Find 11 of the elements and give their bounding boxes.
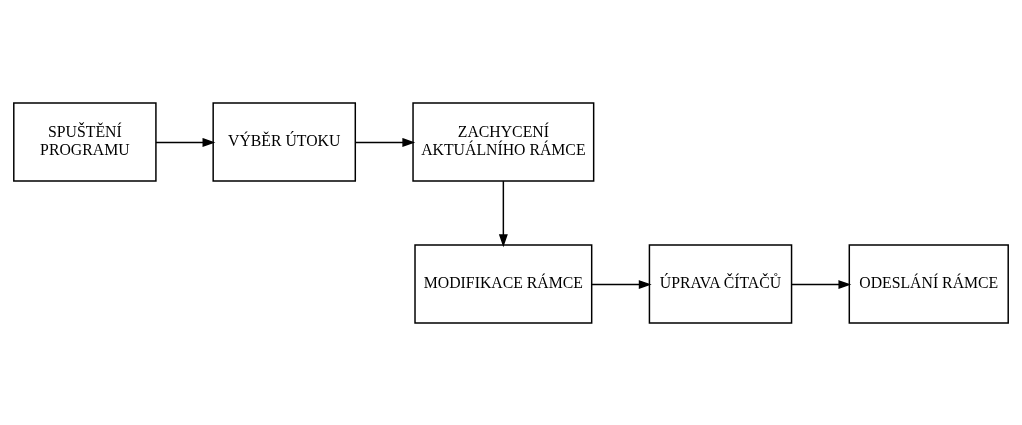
arrow	[790, 279, 852, 289]
arrow	[354, 137, 416, 147]
node-box: ODESLÁNÍ RÁMCE	[848, 243, 1009, 324]
node-box: VÝBĚR ÚTOKU	[212, 101, 357, 182]
node-box: ÚPRAVA ČÍTAČŮ	[648, 243, 793, 324]
arrow	[155, 137, 216, 147]
node-box: SPUŠTĚNÍ PROGRAMU	[13, 101, 157, 182]
arrow	[498, 179, 508, 247]
arrow	[591, 279, 652, 289]
node-box: MODIFIKACE RÁMCE	[414, 243, 593, 324]
node-box: ZACHYCENÍ AKTUÁLNÍHO RÁMCE	[412, 101, 595, 182]
